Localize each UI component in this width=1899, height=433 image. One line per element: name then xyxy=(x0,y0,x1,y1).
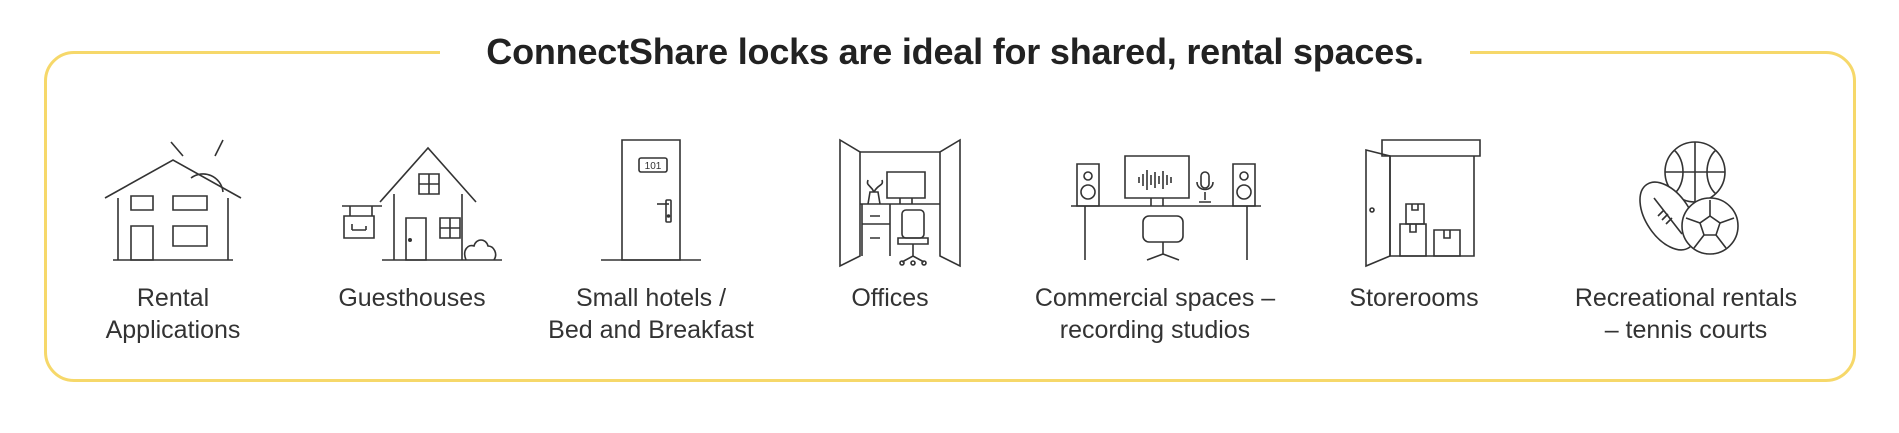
door-number: 101 xyxy=(645,161,662,172)
item-offices: Offices xyxy=(750,120,1030,312)
sports-balls-icon xyxy=(1596,120,1776,280)
caption-line: Commercial spaces – xyxy=(1034,284,1276,312)
hotel-door-icon: 101 xyxy=(561,120,741,280)
page-title: ConnectShare locks are ideal for shared,… xyxy=(440,24,1470,80)
recording-studio-icon xyxy=(1065,120,1245,280)
caption-line: Storerooms xyxy=(1349,284,1479,312)
guesthouse-icon xyxy=(322,120,502,280)
item-storerooms: Storerooms xyxy=(1274,120,1554,312)
caption-line: Applications xyxy=(105,316,241,344)
item-recreational-rentals: Recreational rentals – tennis courts xyxy=(1546,120,1826,344)
item-rental-applications: Rental Applications xyxy=(33,120,313,344)
item-guesthouses: Guesthouses xyxy=(272,120,552,312)
storeroom-icon xyxy=(1324,120,1504,280)
house-sun-icon xyxy=(83,120,263,280)
caption-line: Rental xyxy=(136,284,210,312)
caption-line: recording studios xyxy=(1059,316,1251,344)
caption-line: Small hotels / xyxy=(575,284,727,312)
caption-line: – tennis courts xyxy=(1604,316,1768,344)
item-small-hotels: 101 Small hotels / Bed and Breakfast xyxy=(511,120,791,344)
caption-line: Recreational rentals xyxy=(1574,284,1798,312)
item-commercial-spaces: Commercial spaces – recording studios xyxy=(1015,120,1295,344)
caption-line: Guesthouses xyxy=(338,284,486,312)
caption-line: Offices xyxy=(851,284,929,312)
office-cubicle-icon xyxy=(800,120,980,280)
caption-line: Bed and Breakfast xyxy=(548,316,754,344)
